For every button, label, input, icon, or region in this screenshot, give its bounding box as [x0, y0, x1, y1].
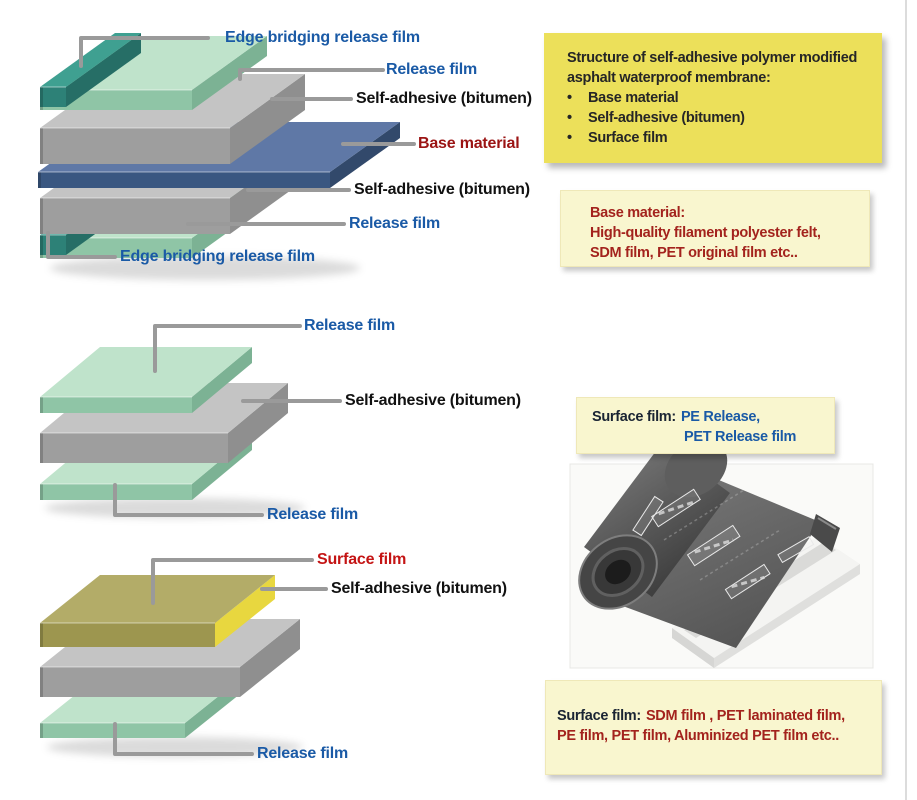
layer-label-d2-release-film-top: Release film — [304, 317, 395, 334]
info-box-structure: Structure of self-adhesive polymer modif… — [544, 33, 882, 163]
structure-title: Structure of self-adhesive polymer modif… — [567, 50, 858, 86]
structure-bullet-row: • Base material — [567, 88, 868, 108]
leader-line — [79, 36, 210, 68]
layer-label-d2-self-adhesive: Self-adhesive (bitumen) — [345, 392, 521, 409]
structure-bullet-surface-film: Surface film — [588, 130, 668, 146]
leader-line — [113, 722, 254, 756]
layer-label-edge-bridging-release-film-top: Edge bridging release film — [225, 29, 420, 46]
layer-label-release-film-bottom: Release film — [349, 215, 440, 232]
release-sheet-front-right — [714, 564, 860, 668]
layer-label-self-adhesive-upper: Self-adhesive (bitumen) — [356, 90, 532, 107]
base-material-line: SDM film, PET original film etc.. — [590, 245, 798, 261]
structure-bullet-self-adhesive: Self-adhesive (bitumen) — [588, 110, 745, 126]
info-box-base-material: Base material: High-quality filament pol… — [560, 190, 870, 267]
layer-label-d3-release-film: Release film — [257, 745, 348, 762]
leader-line — [151, 558, 314, 605]
release-sheet-front-left — [672, 628, 714, 668]
structure-bullet-base-material: Base material — [588, 90, 679, 106]
surface-film-prefix: Surface film: — [557, 708, 641, 724]
printed-label-text-marks — [658, 500, 765, 589]
base-material-line: High-quality filament polyester felt, — [590, 225, 821, 241]
curl-highlight — [817, 517, 837, 530]
layer-label-d3-surface-film: Surface film — [317, 551, 407, 568]
bullet-dot: • — [567, 130, 572, 146]
layer-label-release-film-top: Release film — [386, 61, 477, 78]
surface-film-types-line1: Surface film:SDM film , PET laminated fi… — [557, 706, 881, 726]
structure-bullet-row: • Self-adhesive (bitumen) — [567, 108, 868, 128]
bullet-dot: • — [567, 90, 572, 106]
layer-label-d3-self-adhesive: Self-adhesive (bitumen) — [331, 580, 507, 597]
roll-core-hole — [605, 559, 631, 585]
surface-film-types-line2: PE film, PET film, Aluminized PET film e… — [557, 728, 839, 744]
surface-film-release-value1: PE Release, — [680, 409, 760, 425]
layer-stacks-and-leader-lines — [38, 33, 416, 757]
info-box-surface-film-types: Surface film:SDM film , PET laminated fi… — [545, 680, 882, 775]
page-edge-line — [905, 0, 907, 800]
structure-bullet-row: • Surface film — [567, 128, 868, 148]
printed-label-plates — [632, 488, 815, 600]
leader-line — [153, 324, 302, 373]
info-box-surface-film-release: Surface film:PE Release, PET Release fil… — [576, 397, 835, 454]
leader-line — [46, 231, 117, 259]
leader-line — [113, 483, 264, 517]
membrane-roll-photo — [569, 438, 874, 669]
layer-label-edge-bridging-release-film-bottom: Edge bridging release film — [120, 248, 315, 265]
surface-film-release-line2: PET Release film — [684, 429, 797, 445]
layer-label-d2-release-film-bottom: Release film — [267, 506, 358, 523]
base-material-heading: Base material: — [590, 205, 685, 221]
fine-print-marks — [663, 489, 781, 581]
surface-film-types-value1: SDM film , PET laminated film, — [645, 708, 845, 724]
surface-film-prefix: Surface film: — [592, 409, 676, 425]
membrane-curl — [810, 514, 840, 552]
bullet-dot: • — [567, 110, 572, 126]
layer-label-base-material: Base material — [418, 135, 520, 152]
surface-film-release-line1: Surface film:PE Release, — [592, 407, 834, 427]
layer-label-self-adhesive-lower: Self-adhesive (bitumen) — [354, 181, 530, 198]
leader-line — [238, 68, 385, 81]
